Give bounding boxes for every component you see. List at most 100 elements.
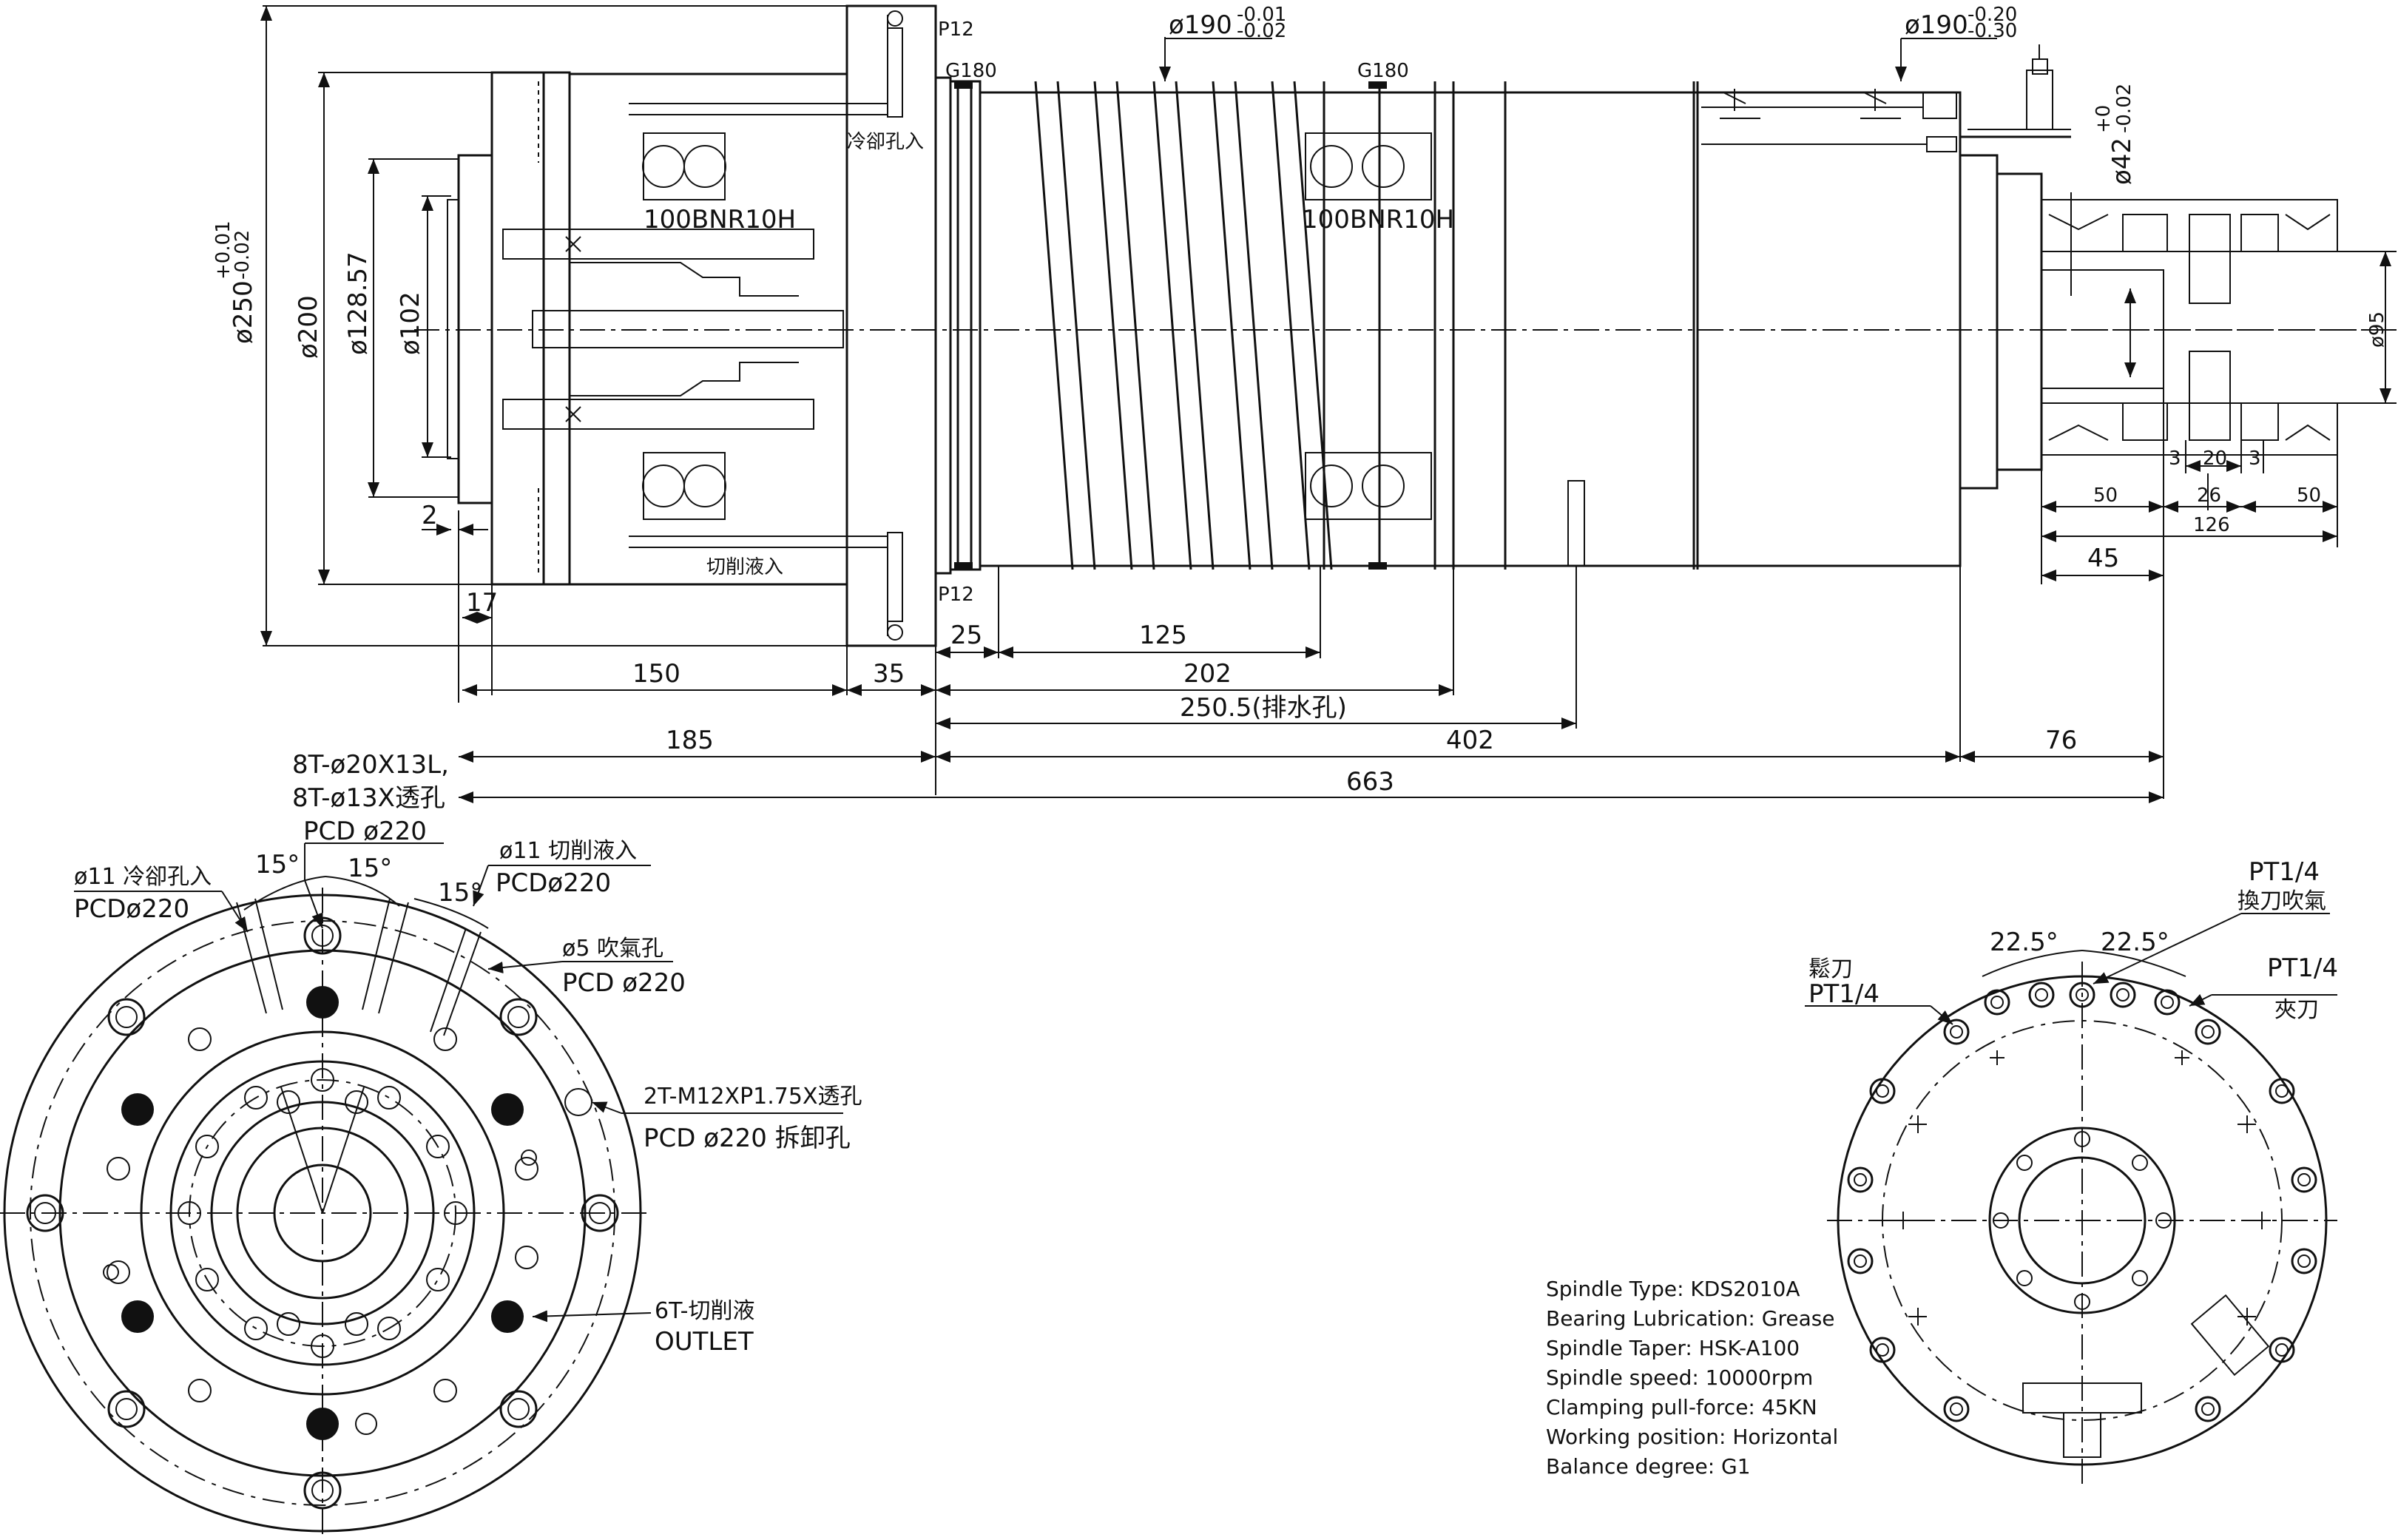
dim-3b: 3 <box>2249 448 2261 470</box>
tap-holes-label: 2T-M12XP1.75X透孔 <box>644 1084 862 1110</box>
dim-50a: 50 <box>2093 484 2118 507</box>
front-bearing-lower <box>642 452 726 520</box>
side-dimensions: ø250 +0.01 -0.02 ø200 ø128.57 ø102 2 17 … <box>212 4 2397 803</box>
spec-line-balance: Balance degree: G1 <box>1546 1454 1751 1479</box>
middle-flange <box>845 4 937 647</box>
spec-line-lubrication: Bearing Lubrication: Grease <box>1546 1306 1835 1331</box>
dim-17: 17 <box>466 588 498 618</box>
dim-dia-250-tol-upper: +0.01 <box>212 220 234 280</box>
dim-26: 26 <box>2197 484 2221 507</box>
dim-185: 185 <box>666 726 714 755</box>
cutting-pcd-label: PCDø220 <box>496 868 611 898</box>
angle-c: 15° <box>438 878 482 908</box>
dim-dia-190-b: ø190 <box>1905 10 1968 40</box>
bearing-rear-label: 100BNR10H <box>1302 205 1454 234</box>
rear-cross-marks <box>1894 1050 2271 1325</box>
front-labels: 8T-ø20X13L, 8T-ø13X透孔 PCD ø220 ø11 冷卻孔入 … <box>74 750 862 1357</box>
dim-dia-190-a: ø190 <box>1169 10 1232 40</box>
rear-bolt-holes <box>1847 982 2317 1422</box>
rear-pt-left: PT1/4 <box>1808 979 1879 1009</box>
g180-label-a: G180 <box>945 60 997 82</box>
dim-25: 25 <box>950 621 982 650</box>
helical-grooves <box>1034 81 1333 570</box>
spec-line-pull-force: Clamping pull-force: 45KN <box>1546 1395 1817 1419</box>
front-radial-channels <box>236 898 482 1214</box>
side-view <box>414 4 2397 647</box>
dim-dia-42-tol-lower: -0.02 <box>2113 84 2135 133</box>
spec-line-taper: Spindle Taper: HSK-A100 <box>1546 1336 1800 1360</box>
air-hole-label: ø5 吹氣孔 <box>562 936 663 962</box>
rear-angle-b: 22.5° <box>2101 928 2169 957</box>
rear-pt-top-label: 換刀吹氣 <box>2237 888 2326 914</box>
rear-inner-holes <box>1993 1131 2172 1310</box>
side-labels: 100BNR10H 100BNR10H G180 G180 P12 P12 冷卻… <box>644 18 1454 606</box>
holes-line2: 8T-ø13X透孔 <box>292 783 445 813</box>
rear-side-fitting <box>2190 1294 2270 1377</box>
dim-402: 402 <box>1446 726 1494 755</box>
dim-126: 126 <box>2193 514 2230 536</box>
dim-dia-250: ø250 <box>229 280 258 344</box>
rear-labels: 22.5° 22.5° PT1/4 換刀吹氣 鬆刀 PT1/4 PT1/4 夾刀 <box>1805 857 2338 1025</box>
dim-20: 20 <box>2203 448 2227 470</box>
p12-top-label: P12 <box>938 18 974 41</box>
spec-block: Spindle Type: KDS2010A Bearing Lubricati… <box>1546 1277 1838 1479</box>
coolant-pcd-label: PCDø220 <box>74 894 189 924</box>
tap-pcd-label: PCD ø220 拆卸孔 <box>644 1124 851 1153</box>
holes-pcd: PCD ø220 <box>303 817 427 846</box>
dim-663: 663 <box>1346 767 1394 797</box>
air-pcd-label: PCD ø220 <box>562 968 686 998</box>
dim-dia-190-a-tol-lower: -0.02 <box>1237 20 1286 42</box>
dim-45: 45 <box>2087 544 2119 573</box>
front-mid-holes <box>103 1027 592 1435</box>
dim-76: 76 <box>2045 726 2077 755</box>
cutting-fluid-in-label: 切削液入 <box>706 556 783 578</box>
rear-pt-right-label: 夾刀 <box>2274 997 2319 1023</box>
rear-pt-left-label: 鬆刀 <box>1808 956 1853 982</box>
front-inner-holes <box>178 1068 467 1358</box>
rear-bearing-lower <box>1305 452 1432 520</box>
dim-50b: 50 <box>2297 484 2321 507</box>
dim-dia-190-a-tol-upper: -0.01 <box>1237 4 1286 26</box>
dim-dia-102: ø102 <box>396 291 425 355</box>
rear-angle-a: 22.5° <box>1990 928 2058 957</box>
p12-bottom-label: P12 <box>938 584 974 606</box>
holes-line1: 8T-ø20X13L, <box>292 750 449 780</box>
dim-dia-128: ø128.57 <box>343 251 373 355</box>
dim-dia-190-b-tol-upper: -0.20 <box>1968 4 2017 26</box>
cutting-hole-label: ø11 切削液入 <box>499 838 637 864</box>
g180-label-b: G180 <box>1357 60 1409 82</box>
front-flange <box>490 71 571 586</box>
front-outer-bolt-holes <box>26 916 619 1510</box>
bearing-front-label: 100BNR10H <box>644 205 796 234</box>
angle-b: 15° <box>348 854 392 883</box>
front-black-holes <box>121 986 524 1440</box>
rear-cap <box>1959 154 1999 490</box>
dim-dia-250-tol-lower: -0.02 <box>232 230 254 280</box>
dim-150: 150 <box>632 659 680 689</box>
dim-dia-42: ø42 <box>2107 138 2137 185</box>
spec-line-speed: Spindle speed: 10000rpm <box>1546 1365 1813 1390</box>
dim-dia-95: ø95 <box>2366 311 2388 348</box>
rear-view <box>1827 962 2337 1487</box>
dim-250-5: 250.5(排水孔) <box>1180 693 1347 723</box>
coolant-hole-label: ø11 冷卻孔入 <box>74 864 212 890</box>
spec-line-type: Spindle Type: KDS2010A <box>1546 1277 1800 1301</box>
rear-pt-top: PT1/4 <box>2249 857 2320 887</box>
dim-35: 35 <box>873 659 905 689</box>
front-view <box>0 888 651 1539</box>
dim-dia-42-tol-upper: +0 <box>2093 105 2115 133</box>
rear-pt-right: PT1/4 <box>2267 953 2338 983</box>
dim-3a: 3 <box>2169 448 2181 470</box>
dim-202: 202 <box>1183 659 1232 689</box>
rotary-union <box>2041 199 2338 456</box>
front-bearing-upper <box>642 132 726 200</box>
coolant-in-label: 冷卻孔入 <box>847 131 924 153</box>
rear-bearing-upper <box>1305 132 1432 200</box>
dim-2: 2 <box>422 501 438 530</box>
dim-dia-190-b-tol-lower: -0.30 <box>1968 20 2017 42</box>
angle-a: 15° <box>255 850 300 879</box>
spec-line-position: Working position: Horizontal <box>1546 1425 1838 1449</box>
outlet-en-label: OUTLET <box>655 1327 754 1357</box>
dim-dia-200: ø200 <box>294 295 323 359</box>
